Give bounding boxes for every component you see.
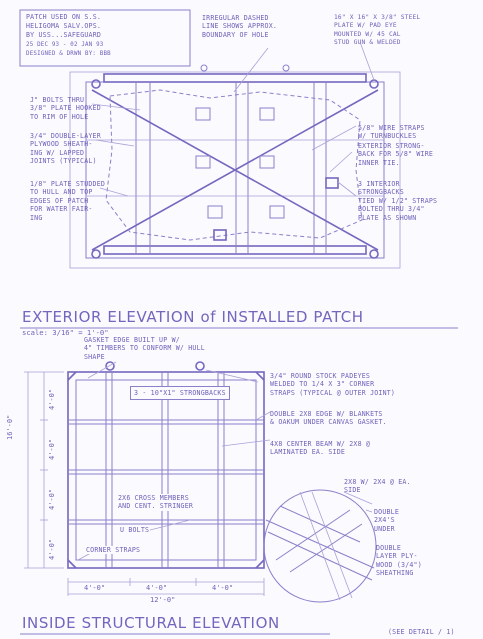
wire-strap-diagonal — [91, 89, 379, 251]
note-plate-studded: 1/8" PLATE STUDDED TO HULL AND TOP EDGES… — [30, 180, 106, 222]
note-wire-straps: 5/8" WIRE STRAPS W/ TURNBUCKLES — [358, 124, 425, 141]
section-detail-circle — [263, 489, 377, 603]
note-corner-straps: CORNER STRAPS — [86, 546, 141, 555]
dim-overall-height: 16'-0" — [6, 414, 14, 440]
exterior-elevation-drawing — [69, 41, 401, 269]
exterior-title: EXTERIOR ELEVATION of INSTALLED PATCH — [22, 308, 364, 326]
dim-bay: 4'-0" — [146, 584, 168, 592]
note-j-bolts: J" BOLTS THRU 3/8" PLATE HOOKED TO RIM O… — [30, 96, 101, 121]
dim-bay: 4'-0" — [84, 584, 106, 592]
note-strongbacks: 3 - 10"x1" STRONGBACKS — [130, 386, 230, 401]
title-block-date: 25 DEC 93 - 02 JAN 93 — [26, 42, 104, 48]
title-block-designer: DESIGNED & DRWN BY: BBB — [26, 51, 111, 57]
title-block-border — [19, 9, 191, 67]
note-steel-plate: 16" x 16" x 3/8" STEEL PLATE W/ PAD EYE … — [334, 14, 421, 47]
note-plywood: 3/4" DOUBLE-LAYER PLYWOOD SHEATH- ING W/… — [30, 132, 101, 166]
note-center-beam: 4x8 CENTER BEAM W/ 2x8 @ LAMINATED ea. S… — [270, 440, 371, 457]
note-padeyes: 3/4" ROUND STOCK PADEYES WELDED TO 1/4 x… — [270, 372, 396, 397]
note-cross-members: 2x6 CROSS MEMBERS AND CENT. STRINGER — [118, 494, 194, 511]
title-block-line: BY USS...SAFEGUARD — [26, 31, 102, 39]
footer-note: (SEE DETAIL / 1) — [388, 628, 455, 636]
note-detail-double: DOUBLE 2x4'S UNDER — [374, 508, 400, 533]
dim-side-segment: 4'-0" — [48, 388, 56, 410]
note-interior-strongbacks: 3 INTERIOR STRONGBACKS TIED W/ 1/2" STRA… — [358, 180, 438, 222]
dim-side-segment: 4'-0" — [48, 488, 56, 510]
dim-overall-width: 12'-0" — [150, 596, 176, 604]
inside-title: INSIDE STRUCTURAL ELEVATION — [22, 614, 280, 632]
dim-side-segment: 4'-0" — [48, 438, 56, 460]
exterior-scale: scale: 3/16" = 1'-0" — [22, 328, 109, 337]
hole-boundary — [105, 89, 363, 241]
note-double-edge: DOUBLE 2x8 EDGE W/ BLANKETS & OAKUM UNDE… — [270, 410, 387, 427]
note-u-bolts: U BOLTS — [120, 526, 150, 535]
note-exterior-strongback: EXTERIOR STRONG- BACK FOR 5/8" WIRE INNE… — [358, 142, 434, 167]
dim-bay: 4'-0" — [212, 584, 234, 592]
title-block-line: PATCH USED ON S.S. — [26, 13, 102, 21]
note-hole-boundary: IRREGULAR DASHED LINE SHOWS APPROX. BOUN… — [202, 14, 278, 39]
dim-side-segment: 4'-0" — [48, 538, 56, 560]
title-block-line: HELIGOMA SALV.OPS. — [26, 22, 102, 30]
note-gasket-edge: GASKET EDGE BUILT UP W/ 4" TIMBERS TO CO… — [84, 336, 205, 361]
inside-structural-drawing — [24, 361, 271, 596]
note-detail-2x8: 2x8 W/ 2x4 @ ea. SIDE — [344, 478, 411, 495]
note-detail-plywood: DOUBLE LAYER PLY- WOOD (3/4") SHEATHING — [376, 544, 422, 578]
